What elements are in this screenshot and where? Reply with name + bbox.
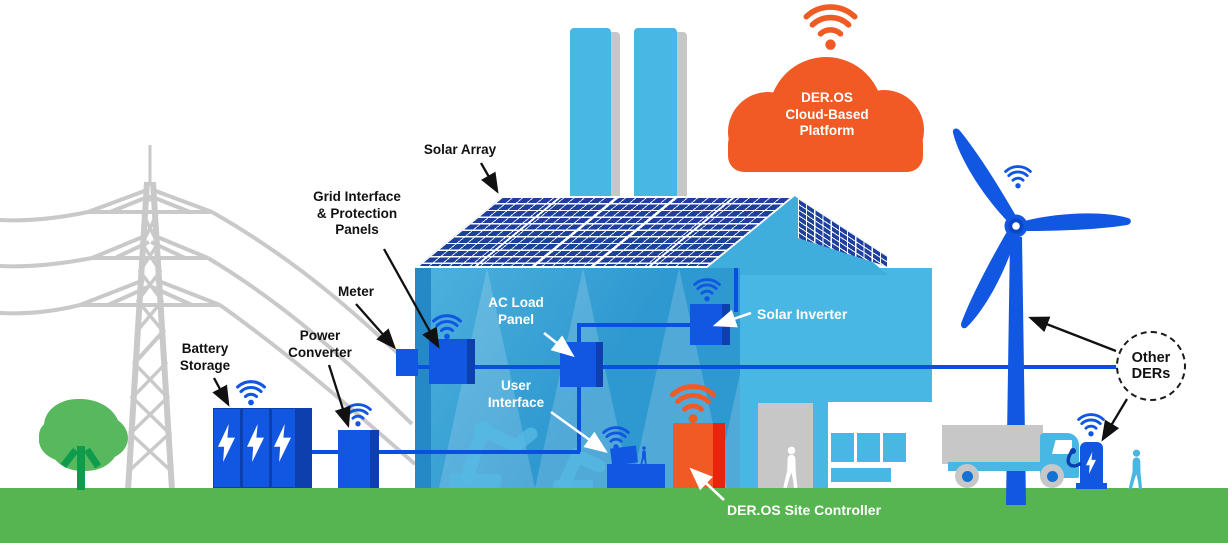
- pedestrian-icon: [1128, 449, 1143, 489]
- label-line: User: [500, 378, 532, 393]
- label-line: Grid Interface: [313, 189, 401, 204]
- label-line: & Protection: [316, 205, 398, 221]
- label-other-ders: Other DERs: [1116, 331, 1186, 401]
- cloud-label-line1: DER.OS: [801, 90, 853, 105]
- truck-wheel-hub: [961, 470, 973, 482]
- power-converter-box: [338, 430, 370, 488]
- meter-box: [396, 349, 418, 376]
- label-line: Power: [299, 328, 341, 343]
- power-converter-box-side: [370, 430, 379, 488]
- tree-trunk: [77, 446, 85, 490]
- wifi-icon-grid-interface: [432, 314, 462, 340]
- grid-interface-box: [429, 339, 467, 384]
- wifi-icon-user-interface: [602, 426, 630, 450]
- wifi-icon-site-controller: [668, 384, 718, 424]
- arrow-solar-array: [480, 162, 499, 194]
- label-line: AC Load: [488, 295, 544, 310]
- operator-icon: [640, 446, 647, 466]
- ground: [0, 488, 1228, 543]
- solar-inverter-box-side: [722, 304, 730, 345]
- label-line: Interface: [487, 394, 545, 410]
- wifi-icon-charger: [1077, 413, 1105, 437]
- label-solar-array: Solar Array: [423, 142, 497, 157]
- truck-wheel-hub: [1046, 470, 1058, 482]
- user-interface-desk: [607, 464, 665, 488]
- grid-interface-box-side: [467, 339, 475, 384]
- wifi-icon-inverter: [693, 278, 721, 302]
- cloud-label-line2: Cloud-Based: [785, 106, 869, 122]
- label-line: Other: [1131, 349, 1171, 366]
- label-power-converter: Power Converter: [270, 328, 370, 361]
- label-solar-inverter: Solar Inverter: [757, 306, 848, 322]
- cloud-body: [728, 128, 923, 172]
- truck-box: [942, 425, 1043, 464]
- cloud-label-line3: Platform: [799, 123, 855, 138]
- arrow-other-ders-turbine: [1028, 316, 1117, 353]
- label-line: Storage: [179, 357, 231, 373]
- label-site-controller: DER.OS Site Controller: [727, 502, 882, 518]
- wifi-icon-turbine: [1004, 165, 1032, 189]
- label-line: Panels: [335, 222, 379, 237]
- annex-window: [883, 433, 906, 462]
- label-meter: Meter: [337, 284, 374, 299]
- label-line: Battery: [181, 341, 229, 356]
- wifi-icon-converter: [344, 403, 372, 427]
- label-line: Converter: [288, 344, 352, 360]
- label-grid-interface: Grid Interface & Protection Panels: [297, 189, 417, 239]
- label-line: DERs: [1131, 366, 1171, 382]
- site-controller-box-side: [713, 423, 725, 488]
- label-ac-load-panel: AC Load Panel: [466, 295, 566, 328]
- annex-window: [857, 433, 880, 462]
- wifi-icon-battery: [236, 380, 266, 406]
- lightning-icon: [1086, 452, 1096, 474]
- truck-chassis: [948, 462, 1040, 471]
- site-controller-box: [673, 423, 713, 488]
- annex-sill: [831, 468, 891, 482]
- chimney-left: [570, 28, 611, 203]
- chimney-right: [634, 28, 677, 203]
- person-icon: [783, 446, 798, 488]
- arrow-battery: [212, 377, 230, 407]
- label-battery-storage: Battery Storage: [155, 341, 255, 374]
- arrow-other-ders-charger: [1101, 398, 1128, 442]
- ev-charger-base: [1076, 483, 1107, 489]
- cloud-platform-label: DER.OS Cloud-Based Platform: [748, 90, 906, 140]
- annex-door: [758, 403, 813, 488]
- annex-window: [831, 433, 854, 462]
- label-user-interface: User Interface: [466, 378, 566, 411]
- label-line: Panel: [497, 311, 535, 327]
- wifi-icon-cloud: [803, 4, 858, 51]
- ac-load-panel-box-side: [596, 342, 603, 387]
- robot-arm-icon: [449, 420, 606, 488]
- solar-inverter-box: [690, 304, 722, 345]
